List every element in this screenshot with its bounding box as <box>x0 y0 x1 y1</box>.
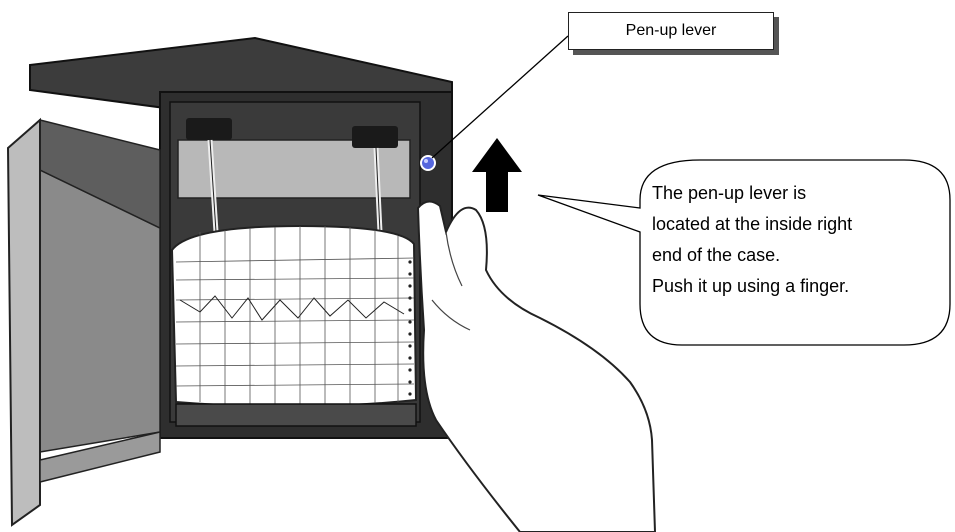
hand-illustration <box>416 200 657 532</box>
recorder-bottom-tray <box>175 403 417 427</box>
recorder-door-hinge-bar <box>39 431 161 483</box>
callout-bubble <box>537 159 951 346</box>
up-arrow-icon <box>472 138 522 212</box>
pen-rod-right-edge <box>375 147 381 233</box>
pen-up-lever-label-text: Pen-up lever <box>625 22 717 39</box>
label-leader-line <box>431 35 569 159</box>
pen-carriage-panel <box>177 139 411 199</box>
pen-carriage-right <box>352 126 398 148</box>
chart-paper-trace <box>179 295 405 321</box>
chart-paper-roll <box>170 224 418 408</box>
pen-up-lever-icon <box>420 155 436 171</box>
callout-text: The pen-up lever is located at the insid… <box>652 178 952 302</box>
pen-up-lever-highlight <box>424 159 428 163</box>
recorder-door-frame <box>6 117 41 527</box>
chart-paper-sprockets <box>408 260 412 396</box>
chart-paper-grid <box>175 226 415 406</box>
pen-rod-left-edge <box>209 139 217 233</box>
callout-line-1: The pen-up lever is <box>652 183 807 203</box>
callout-line-2: located at the inside right <box>652 214 853 234</box>
callout-line-3: end of the case. <box>652 245 781 265</box>
callout-line-4: Push it up using a finger. <box>652 276 850 296</box>
pen-carriage-left <box>186 118 232 140</box>
pen-up-lever-label: Pen-up lever <box>568 12 774 50</box>
hand-finger-lines <box>431 231 471 331</box>
